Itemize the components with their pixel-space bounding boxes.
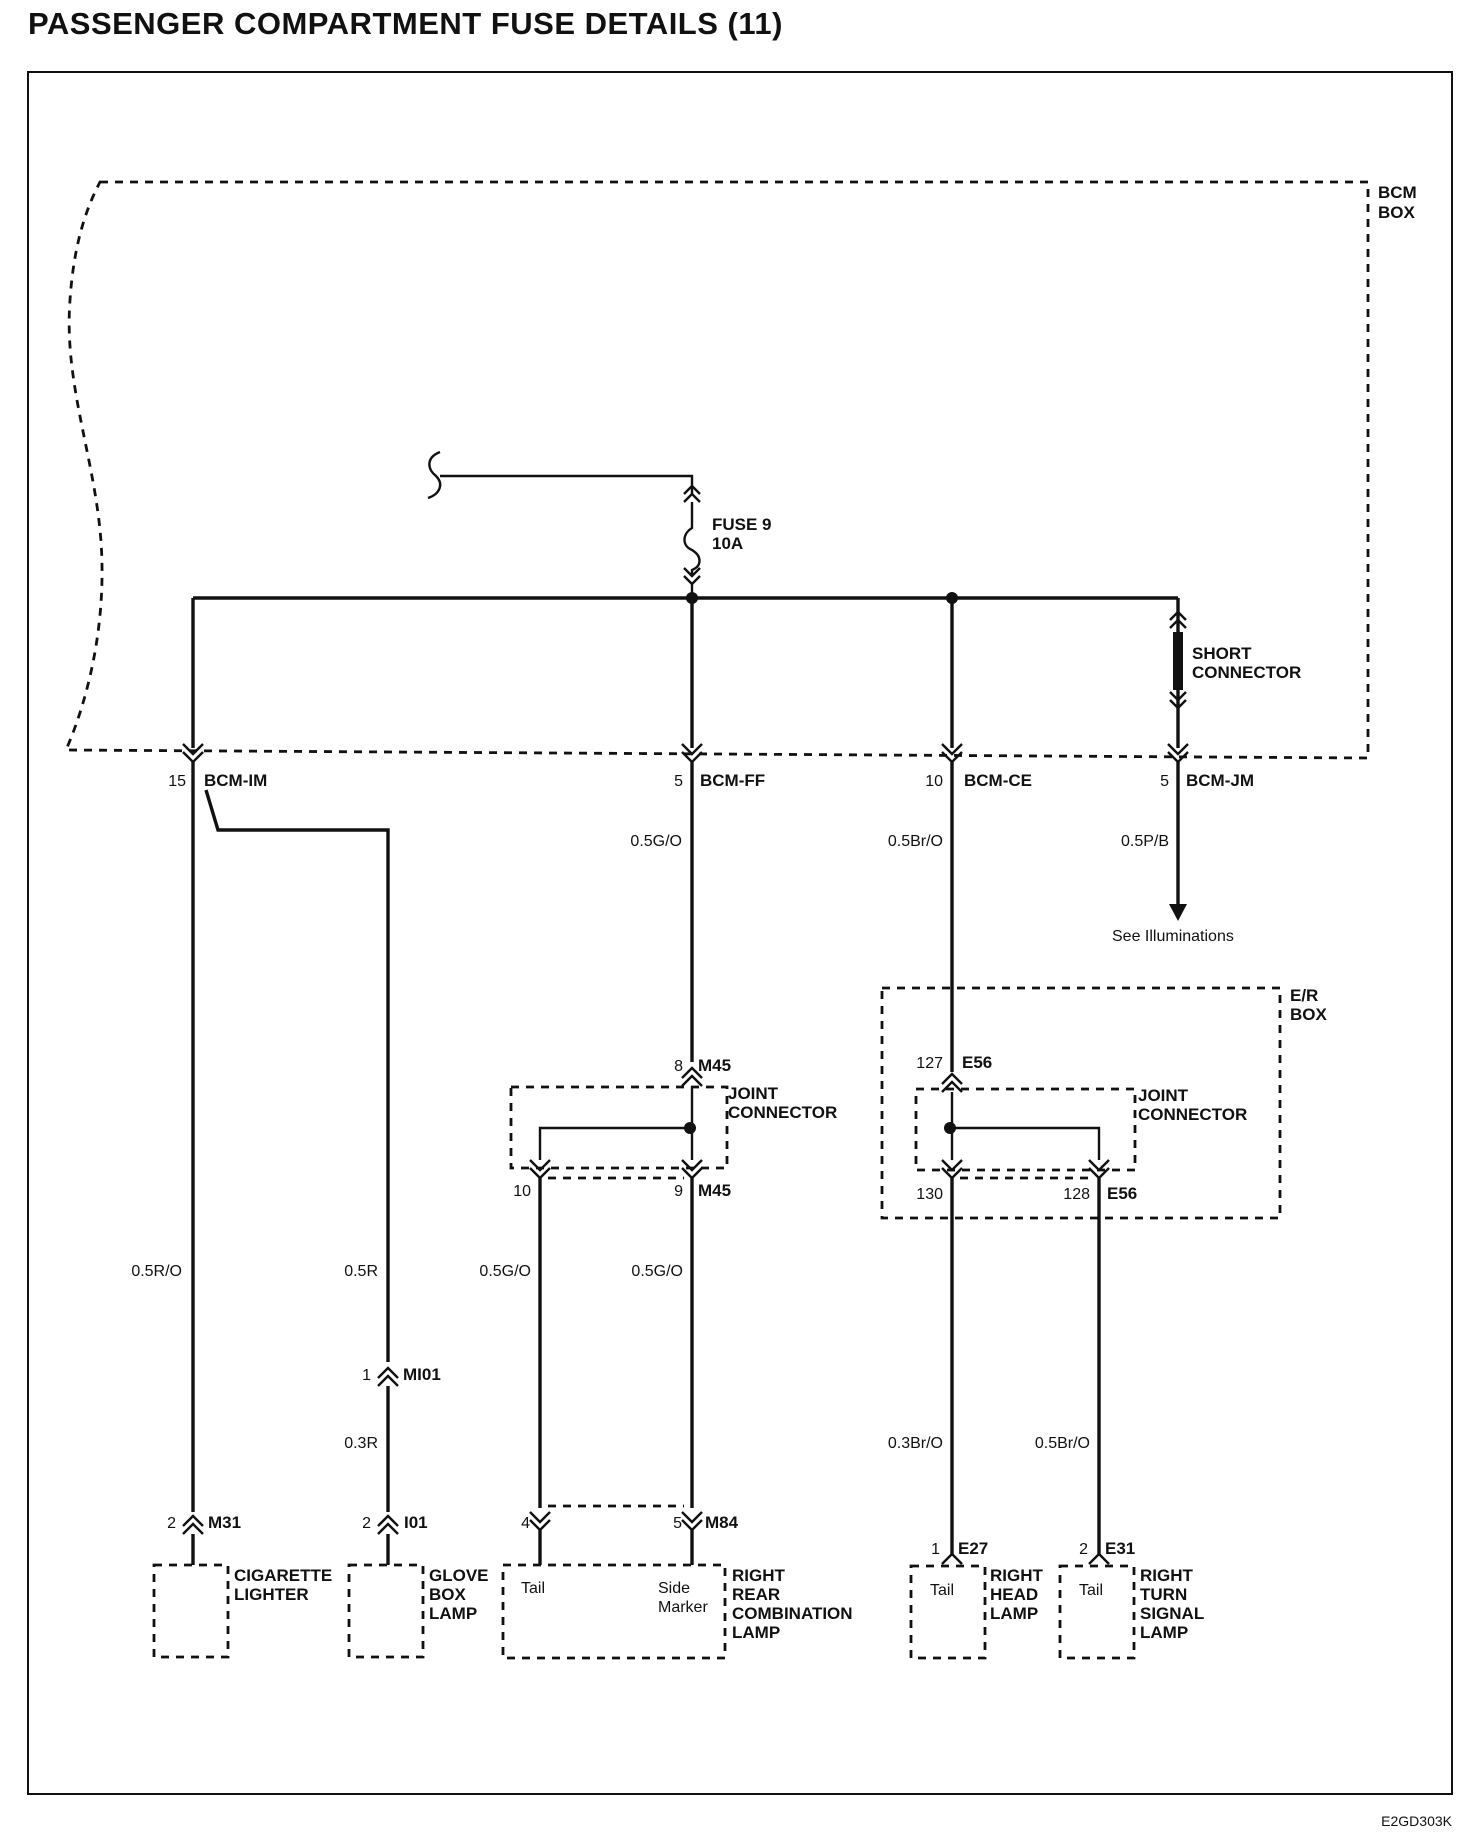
bcm-box-outline — [63, 180, 1370, 760]
m45-splice-dot — [684, 1122, 696, 1134]
e56-in-pin: 127 — [916, 1055, 943, 1072]
m45-out-left-pin: 10 — [513, 1183, 531, 1200]
bcm-jm-pin: 5 — [1160, 773, 1169, 790]
m45-joint-wire — [538, 1086, 694, 1160]
m84-label: M84 — [705, 1513, 739, 1532]
see-illuminations: See Illuminations — [1112, 928, 1234, 945]
e56-splice-dot — [944, 1122, 956, 1134]
illuminations-arrow — [1169, 904, 1187, 921]
glove-box-lamp-box — [347, 1563, 425, 1659]
bcm-im-pin: 15 — [168, 773, 186, 790]
bcm-ce-label: BCM-CE — [964, 771, 1032, 790]
cigarette-lighter-box — [152, 1563, 230, 1659]
m45-in-pin: 8 — [674, 1058, 683, 1075]
i01-label: I01 — [404, 1513, 428, 1532]
m84-tail-connector — [529, 1511, 551, 1532]
wire-label-lighter: 0.5R/O — [131, 1263, 182, 1280]
fuse-feed-break — [427, 450, 442, 500]
head-lamp-box — [909, 1564, 987, 1660]
m84-side-connector — [681, 1511, 703, 1532]
m45-in-connector — [681, 1066, 703, 1087]
m31-label: M31 — [208, 1513, 241, 1532]
e56-out-label: E56 — [1107, 1184, 1137, 1203]
mi01-pin: 1 — [362, 1367, 371, 1384]
e56-joint-wire — [950, 1092, 1101, 1160]
figure-code: E2GD303K — [1381, 1813, 1452, 1829]
e31-label: E31 — [1105, 1539, 1135, 1558]
short-connector — [1169, 610, 1187, 710]
m45-out-left-connector — [529, 1159, 551, 1180]
turn-lamp-tail-label: Tail — [1079, 1582, 1103, 1599]
m84-tail-pin: 4 — [521, 1515, 530, 1532]
wire-glove-box — [204, 789, 390, 1362]
wire-label-turn: 0.5Br/O — [1035, 1435, 1090, 1452]
i01-pin: 2 — [362, 1515, 371, 1532]
diagram-frame — [27, 71, 1453, 1795]
i01-connector — [377, 1514, 399, 1535]
mi01-label: MI01 — [403, 1365, 441, 1384]
bcm-ff-pin: 5 — [674, 773, 683, 790]
wire-label-ff: 0.5G/O — [630, 833, 682, 850]
e56-joint-connector-box — [914, 1087, 1137, 1172]
wire-label-glove-lower: 0.3R — [344, 1435, 378, 1452]
m45-out-label: M45 — [698, 1181, 731, 1200]
e27-label: E27 — [958, 1539, 988, 1558]
m45-joint-connector-box — [509, 1085, 729, 1170]
e56-in-connector — [941, 1072, 963, 1093]
e56-out-left-pin: 130 — [916, 1186, 943, 1203]
head-lamp-tail-label: Tail — [930, 1582, 954, 1599]
fuse-9 — [683, 484, 701, 598]
e56-in-label: E56 — [962, 1053, 992, 1072]
e31-pin: 2 — [1079, 1541, 1088, 1558]
rear-combination-lamp-box — [501, 1563, 727, 1660]
m84-side-pin: 5 — [673, 1515, 682, 1532]
short-connector-bar — [1173, 632, 1183, 690]
m31-pin: 2 — [167, 1515, 176, 1532]
m45-in-label: M45 — [698, 1056, 731, 1075]
e27-pin: 1 — [931, 1541, 940, 1558]
bcm-im-label: BCM-IM — [204, 771, 267, 790]
page-title: PASSENGER COMPARTMENT FUSE DETAILS (11) — [28, 6, 783, 41]
rear-lamp-tail-label: Tail — [521, 1580, 545, 1597]
fuse-feed-wire — [440, 474, 694, 494]
turn-signal-lamp-box — [1058, 1564, 1136, 1660]
wire-label-jm: 0.5P/B — [1121, 833, 1169, 850]
e56-out-right-connector — [1088, 1159, 1110, 1180]
wire-label-side: 0.5G/O — [631, 1263, 683, 1280]
m45-out-right-pin: 9 — [674, 1183, 683, 1200]
m31-connector — [182, 1514, 204, 1535]
e56-out-left-connector — [941, 1159, 963, 1180]
bcm-ff-label: BCM-FF — [700, 771, 765, 790]
mi01-connector — [377, 1366, 399, 1387]
bcm-ce-pin: 10 — [925, 773, 943, 790]
m45-out-right-connector — [681, 1159, 703, 1180]
er-box — [880, 986, 1282, 1220]
bcm-jm-label: BCM-JM — [1186, 771, 1254, 790]
wire-label-tail: 0.5G/O — [479, 1263, 531, 1280]
wire-label-head: 0.3Br/O — [888, 1435, 943, 1452]
wire-label-glove-upper: 0.5R — [344, 1263, 378, 1280]
wire-label-ce: 0.5Br/O — [888, 833, 943, 850]
e56-out-right-pin: 128 — [1063, 1186, 1090, 1203]
